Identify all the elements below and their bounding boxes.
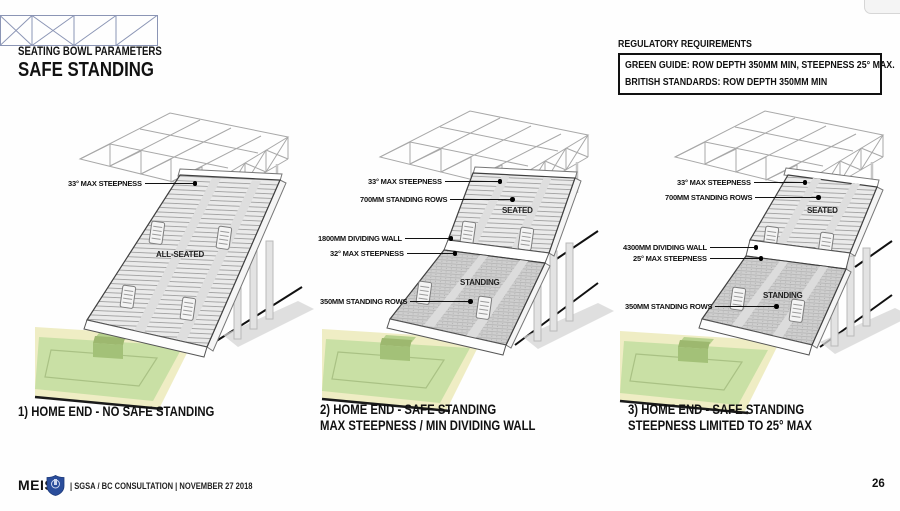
- leader-dot: [192, 181, 198, 186]
- annotation-text: 350MM STANDING ROWS: [625, 302, 713, 311]
- diagram-home-end-max-steepness: 33° MAX STEEPNESS 700MM STANDING ROWS 18…: [318, 105, 615, 415]
- stand-diagram-3: [618, 109, 900, 415]
- caption-line: 2) HOME END - SAFE STANDING: [320, 402, 497, 417]
- caption-line: 1) HOME END - NO SAFE STANDING: [18, 404, 215, 419]
- regulatory-box: GREEN GUIDE: ROW DEPTH 350MM MIN, STEEPN…: [618, 53, 895, 95]
- regulatory-title: REGULATORY REQUIREMENTS: [618, 38, 752, 50]
- page-title: SAFE STANDING: [18, 59, 180, 82]
- leader-dot: [802, 180, 808, 185]
- leader-line: [406, 252, 453, 255]
- annotation-text: 33° MAX STEEPNESS: [68, 179, 142, 188]
- diagram-home-end-no-safe-standing: 33° MAX STEEPNESS ALL-SEATED: [33, 105, 315, 415]
- caption-line: MAX STEEPNESS / MIN DIVIDING WALL: [320, 418, 536, 433]
- footer-meta: | SGSA / BC CONSULTATION | NOVEMBER 27 2…: [70, 481, 287, 491]
- annotation-text: 33° MAX STEEPNESS: [677, 178, 751, 187]
- annotation-steepness-top: 33° MAX STEEPNESS: [677, 178, 808, 187]
- annotation-text: 33° MAX STEEPNESS: [368, 177, 442, 186]
- annotation-rows-bottom: 350MM STANDING ROWS: [625, 302, 779, 311]
- leader-dot: [448, 236, 454, 241]
- annotation-text: 32° MAX STEEPNESS: [330, 249, 404, 258]
- caption-diagram-3: 3) HOME END - SAFE STANDING STEEPNESS LI…: [628, 402, 847, 434]
- area-label-seated: SEATED: [502, 206, 533, 215]
- stand-diagram-2: [320, 109, 615, 413]
- leader-line: [715, 305, 775, 308]
- leader-line: [404, 237, 449, 240]
- annotation-text: 350MM STANDING ROWS: [320, 297, 408, 306]
- annotation-text: 1800MM DIVIDING WALL: [318, 234, 402, 243]
- annotation-text: 4300MM DIVIDING WALL: [623, 243, 707, 252]
- slide-kicker: SEATING BOWL PARAMETERS: [18, 46, 189, 58]
- slide-kicker-text: SEATING BOWL PARAMETERS: [18, 46, 162, 58]
- annotation-dividing-wall: 1800MM DIVIDING WALL: [318, 234, 454, 243]
- truss-logo-icon: [0, 15, 158, 46]
- leader-dot: [468, 299, 473, 304]
- leader-dot: [753, 245, 759, 250]
- area-label-seated: SEATED: [807, 206, 838, 215]
- leader-line: [144, 182, 193, 185]
- regulatory-line-british-standards: BRITISH STANDARDS: ROW DEPTH 350MM MIN: [625, 76, 828, 88]
- everton-crest-icon: [46, 475, 65, 496]
- leader-line: [755, 196, 817, 199]
- footer-meta-text: | SGSA / BC CONSULTATION | NOVEMBER 27 2…: [70, 481, 253, 491]
- leader-dot: [774, 304, 779, 309]
- caption-line: 3) HOME END - SAFE STANDING: [628, 402, 805, 417]
- leader-dot: [758, 256, 764, 261]
- leader-line: [753, 181, 803, 184]
- annotation-steepness-bottom: 32° MAX STEEPNESS: [330, 249, 458, 258]
- leader-dot: [497, 179, 503, 184]
- annotation-steepness-top: 33° MAX STEEPNESS: [68, 179, 198, 188]
- annotation-rows-top: 700MM STANDING ROWS: [665, 193, 821, 202]
- regulatory-requirements: REGULATORY REQUIREMENTS GREEN GUIDE: ROW…: [618, 38, 895, 95]
- leader-line: [709, 246, 754, 249]
- annotation-rows-top: 700MM STANDING ROWS: [360, 195, 515, 204]
- area-label-all-seated: ALL-SEATED: [156, 250, 205, 259]
- leader-line: [444, 180, 498, 183]
- regulatory-line-green-guide: GREEN GUIDE: ROW DEPTH 350MM MIN, STEEPN…: [625, 59, 895, 71]
- area-label-standing: STANDING: [763, 291, 803, 300]
- stand-diagram-1: [33, 111, 315, 411]
- caption-line: STEEPNESS LIMITED TO 25° MAX: [628, 418, 812, 433]
- leader-line: [450, 198, 511, 201]
- leader-dot: [452, 251, 458, 256]
- leader-line: [709, 257, 759, 260]
- leader-line: [410, 300, 469, 303]
- annotation-steepness-top: 33° MAX STEEPNESS: [368, 177, 503, 186]
- area-label-standing: STANDING: [460, 278, 500, 287]
- leader-dot: [510, 197, 515, 202]
- annotation-dividing-wall: 4300MM DIVIDING WALL: [623, 243, 759, 252]
- annotation-steepness-bottom: 25° MAX STEEPNESS: [633, 254, 764, 263]
- annotation-rows-bottom: 350MM STANDING ROWS: [320, 297, 473, 306]
- leader-dot: [816, 195, 821, 200]
- caption-diagram-1: 1) HOME END - NO SAFE STANDING: [18, 404, 252, 420]
- annotation-text: 25° MAX STEEPNESS: [633, 254, 707, 263]
- annotation-text: 700MM STANDING ROWS: [360, 195, 448, 204]
- caption-diagram-2: 2) HOME END - SAFE STANDING MAX STEEPNES…: [320, 402, 577, 434]
- diagram-home-end-25-max: 33° MAX STEEPNESS 700MM STANDING ROWS 43…: [618, 105, 900, 415]
- corner-overlay-artifact: [864, 0, 900, 14]
- page-number: 26: [872, 478, 885, 490]
- brand-meis: MEIS: [18, 477, 55, 493]
- annotation-text: 700MM STANDING ROWS: [665, 193, 753, 202]
- page-title-text: SAFE STANDING: [18, 59, 154, 81]
